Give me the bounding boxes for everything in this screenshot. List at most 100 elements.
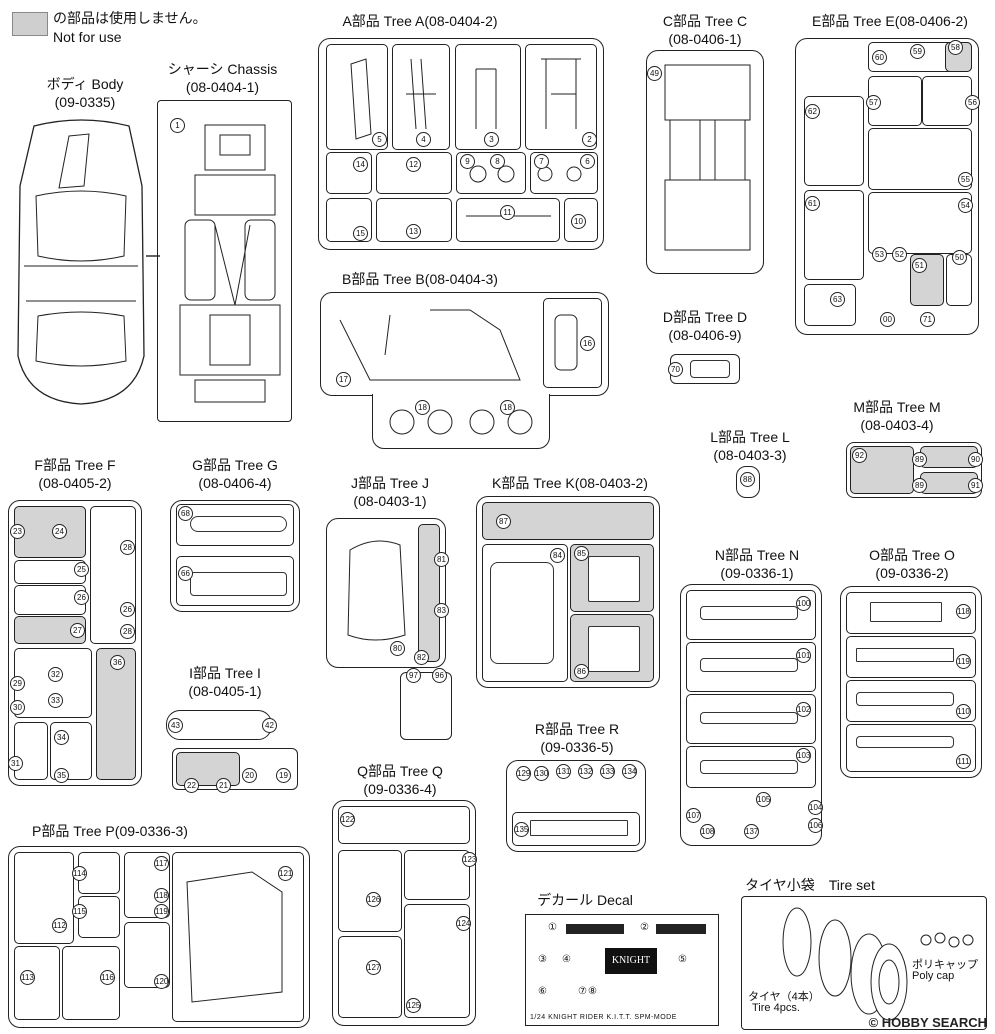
part-number: 55 [958,172,973,187]
part-number: 54 [958,198,973,213]
part-number: 91 [968,478,983,493]
part-number: 133 [600,764,615,779]
tree-l-label: L部品 Tree L(08-0403-3) [710,429,790,463]
part-number: 113 [20,970,35,985]
tire-set-label: タイヤ小袋 Tire set [745,877,875,893]
part-number: 124 [456,916,471,931]
part-number: 89 [912,478,927,493]
tree-q-label: Q部品 Tree Q(09-0336-4) [357,763,443,797]
part-number: 110 [956,704,971,719]
tree-k-part [588,626,640,672]
part-number: 58 [948,40,963,55]
tree-o-part [870,602,942,622]
tree-c-parts-drawing [664,64,751,251]
part-number: 88 [740,472,755,487]
tree-i-label: I部品 Tree I(08-0405-1) [188,665,262,699]
part-number: 134 [622,764,637,779]
part-number: 16 [580,336,595,351]
tree-o-part [856,692,954,706]
part-number: 80 [390,641,405,656]
part-number: 18 [415,400,430,415]
decal-num: ⑥ [538,986,547,997]
part-number: 8 [490,154,505,169]
part-number: 11 [500,205,515,220]
knight-logo-plate: KNIGHT [605,948,657,974]
poly-cap-en: Poly cap [912,970,955,982]
part-number: 122 [340,812,355,827]
tire-jp: タイヤ（4本） [748,991,820,1003]
tree-a-label: A部品 Tree A(08-0404-2) [342,13,498,29]
part-number: 1 [170,118,185,133]
tree-k-part [588,556,640,602]
part-number: 5 [372,132,387,147]
tree-e-cell [922,76,972,126]
part-number: 101 [796,648,811,663]
part-number: 100 [796,596,811,611]
poly-cap-jp: ポリキャップ [912,959,978,971]
runner-line [146,255,160,257]
tree-f-cell-not-used [14,506,86,558]
decal-num: ④ [562,954,571,965]
part-number: 20 [242,768,257,783]
tree-e-cell [804,284,856,326]
tree-g-part [190,572,287,596]
part-number: 129 [516,766,531,781]
part-number: 92 [852,448,867,463]
part-number: 23 [10,524,25,539]
part-number: 106 [808,818,823,833]
part-number: 61 [805,196,820,211]
tree-j-cell-not-used [418,524,440,662]
part-number: 127 [366,960,381,975]
tree-o-part [856,736,954,748]
part-number: 86 [574,664,589,679]
part-number: 132 [578,764,593,779]
tree-q-cell [338,806,470,844]
legend-jp: の部品は使用しません。 [53,10,207,26]
part-number: 68 [178,506,193,521]
part-number: 81 [434,552,449,567]
part-number: 85 [574,546,589,561]
part-number: 3 [484,132,499,147]
tree-c-label: C部品 Tree C(08-0406-1) [662,13,748,47]
tree-m-label: M部品 Tree M(08-0403-4) [853,399,941,433]
tree-p-parts-drawing [186,871,283,1003]
part-number: 53 [872,247,887,262]
part-number: 71 [920,312,935,327]
tree-j-label: J部品 Tree J(08-0403-1) [350,475,430,509]
tree-e-cell [868,192,972,254]
tree-q-cell [404,850,470,900]
part-number: 90 [968,452,983,467]
part-number: 42 [262,718,277,733]
part-number: 10 [571,214,586,229]
part-number: 62 [805,104,820,119]
part-number: 118 [956,604,971,619]
part-number: 19 [276,768,291,783]
part-number: 43 [168,718,183,733]
part-number: 104 [808,800,823,815]
part-number: 34 [54,730,69,745]
part-number: 117 [154,856,169,871]
decal-dashboard-strip [566,924,624,934]
part-number: 6 [580,154,595,169]
decal-num: ⑧ [588,986,597,997]
part-number: 28 [120,624,135,639]
tree-k-part [490,562,554,664]
part-number: 33 [48,693,63,708]
tree-b-parts-drawing [339,309,578,435]
watermark: © HOBBY SEARCH [868,1015,987,1030]
part-number: 119 [154,904,169,919]
part-number: 137 [744,824,759,839]
part-number: 102 [796,702,811,717]
poly-cap-icon [920,932,974,948]
part-number: 116 [100,970,115,985]
chassis-label: シャーシ Chassis(08-0404-1) [167,61,278,95]
part-number: 111 [956,754,971,769]
tree-f-cell-not-used [14,616,86,644]
part-number: 83 [434,603,449,618]
decal-num: ⑤ [678,954,687,965]
part-number: 63 [830,292,845,307]
part-number: 27 [70,623,85,638]
part-number: 18 [500,400,515,415]
decal-num: ② [640,922,649,933]
decal-label: デカール Decal [537,892,633,908]
